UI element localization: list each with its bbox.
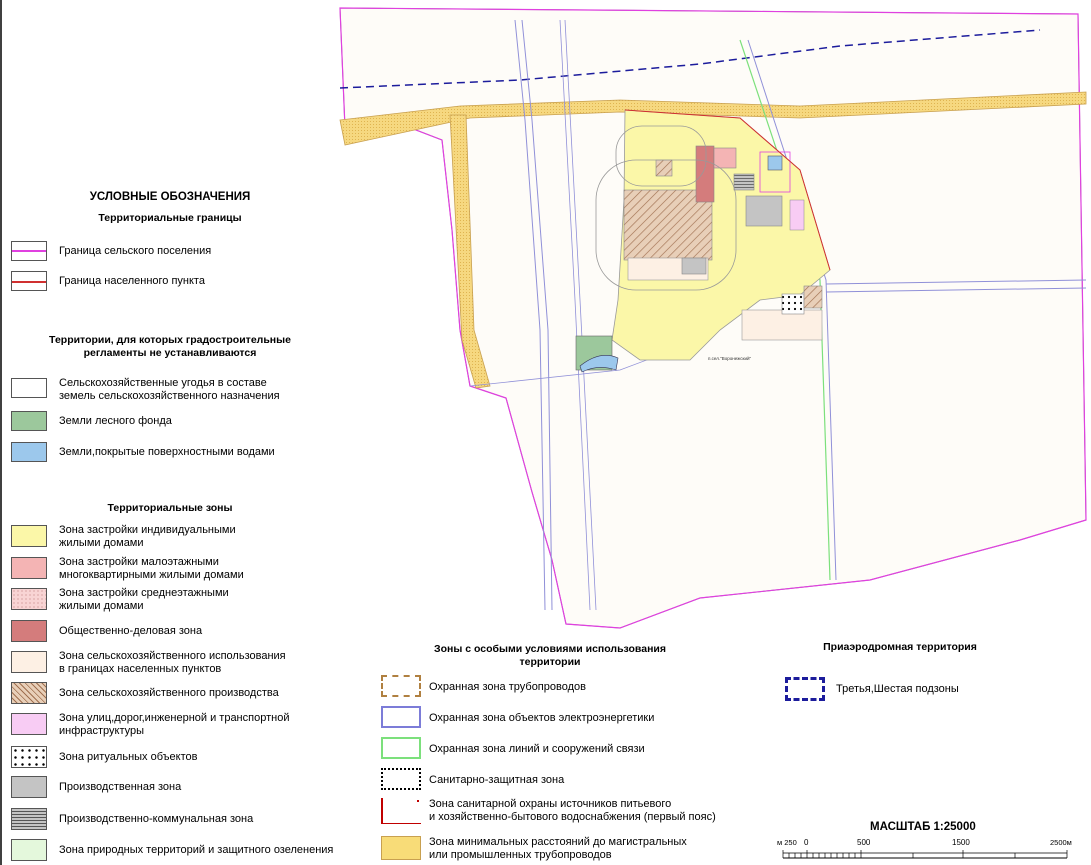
zone-label: Производственная зона — [59, 781, 182, 793]
no-regs-label-2: Земли лесного фонда — [59, 415, 172, 427]
special-label-3: Охранная зона линий и сооружений связи — [429, 743, 645, 755]
scale-ruler — [782, 850, 1068, 859]
special-label-5: Зона санитарной охраны источников питьев… — [429, 798, 716, 823]
no-regs-label-3: Земли,покрытые поверхностными водами — [59, 446, 275, 458]
boundary-label-2: Граница населенного пункта — [59, 275, 205, 287]
zone-swatch — [11, 746, 47, 768]
zone-label: Общественно-деловая зона — [59, 625, 203, 637]
min-dist-swatch — [381, 836, 421, 860]
scale-tick-250: м 250 — [777, 838, 797, 847]
forest-swatch — [11, 411, 47, 431]
zone-swatch — [11, 776, 47, 798]
scale-tick-2500: 2500м — [1050, 838, 1072, 847]
scale-tick-0: 0 — [804, 838, 809, 847]
zone-swatch — [11, 651, 47, 673]
special-label-1: Охранная зона трубопроводов — [429, 681, 586, 693]
zone-label: Зона улиц,дорог,инженерной и транспортно… — [59, 712, 290, 737]
pipeline-zone — [339, 91, 1087, 146]
scale-title: МАСШТАБ 1:25000 — [870, 821, 976, 833]
scale-tick-500: 500 — [857, 838, 871, 847]
np-swatch — [11, 271, 47, 291]
zone-swatch — [11, 682, 47, 704]
zone-label: Производственно-коммунальная зона — [59, 813, 254, 825]
zone-label: Зона сельскохозяйственного использования… — [59, 650, 286, 675]
agri-land-swatch — [11, 378, 47, 398]
special-label-2: Охранная зона объектов электроэнергетики — [429, 712, 655, 724]
zone-swatch — [11, 808, 47, 830]
szz-swatch — [381, 768, 421, 790]
special-heading: Зоны с особыми условиями использования т… — [434, 643, 666, 668]
comm-swatch — [381, 737, 421, 759]
scale-bar: м 250 0 500 1500 2500м — [777, 838, 1077, 862]
aero-label: Третья,Шестая подзоны — [836, 683, 959, 695]
special-label-4: Санитарно-защитная зона — [429, 774, 565, 786]
aero-heading: Приаэродромная территория — [823, 641, 977, 653]
boundary-label-1: Граница сельского поселения — [59, 245, 212, 257]
scale-tick-1500: 1500 — [952, 838, 970, 847]
poselenie-swatch — [11, 241, 47, 261]
power-swatch — [381, 706, 421, 728]
zone-label: Зона ритуальных объектов — [59, 751, 198, 763]
zone-swatch — [11, 557, 47, 579]
pipe-swatch — [381, 675, 421, 697]
aero-swatch — [785, 677, 825, 701]
zone-swatch — [11, 525, 47, 547]
poselenie-border — [339, 7, 1087, 629]
water-swatch — [11, 442, 47, 462]
zone-label: Зона природных территорий и защитного оз… — [59, 844, 334, 856]
zone-swatch — [11, 620, 47, 642]
zone-swatch — [11, 839, 47, 861]
boundaries-heading: Территориальные границы — [98, 212, 242, 224]
zone-swatch — [11, 588, 47, 610]
zone-label: Зона сельскохозяйственного производства — [59, 687, 279, 699]
zone-swatch — [11, 713, 47, 735]
no-regs-heading: Территории, для которых градостроительны… — [49, 334, 291, 359]
zones-heading: Территориальные зоны — [107, 502, 233, 514]
special-label-6: Зона минимальных расстояний до магистрал… — [429, 836, 687, 861]
settlement-name-label: п.сел."Воронежский" — [708, 355, 751, 361]
zso-swatch — [381, 798, 421, 824]
legend-title: УСЛОВНЫЕ ОБОЗНАЧЕНИЯ — [89, 191, 251, 203]
